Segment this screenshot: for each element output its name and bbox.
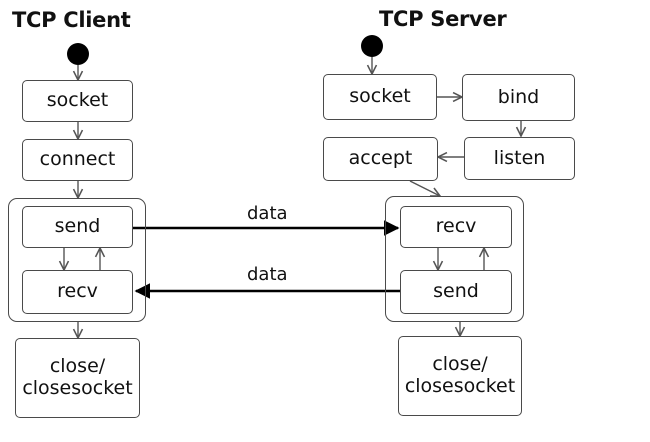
server-listen-box: listen <box>464 137 575 180</box>
client-to-server-data-label: data <box>247 203 288 224</box>
server-recv-box: recv <box>400 206 512 248</box>
server-close-box: close/ closesocket <box>398 336 522 416</box>
server-loop-group <box>385 196 524 322</box>
server-accept-to-group-arrow <box>409 180 440 196</box>
client-close-box: close/ closesocket <box>15 338 140 418</box>
client-loop-group <box>8 198 146 322</box>
client-title: TCP Client <box>12 8 131 32</box>
client-recv-box: recv <box>22 270 133 314</box>
server-accept-box: accept <box>323 137 438 181</box>
server-to-client-data-label: data <box>247 264 288 285</box>
server-title: TCP Server <box>379 7 507 31</box>
client-connect-box: connect <box>22 139 133 181</box>
client-start-node <box>67 43 89 65</box>
server-start-node <box>361 35 383 57</box>
client-socket-box: socket <box>22 80 133 122</box>
server-socket-box: socket <box>323 74 437 120</box>
client-send-box: send <box>22 206 133 248</box>
server-bind-box: bind <box>462 74 575 121</box>
server-send-box: send <box>400 270 512 314</box>
